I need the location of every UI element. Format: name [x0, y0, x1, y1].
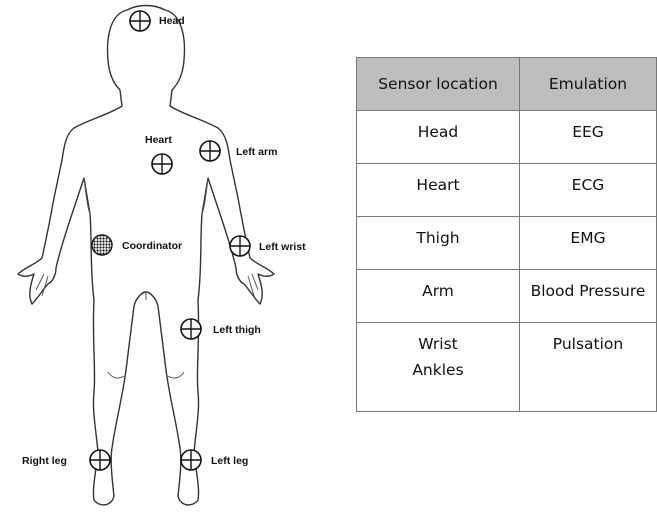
label-heart: Heart: [145, 134, 172, 146]
table-row: Arm Blood Pressure: [357, 270, 657, 323]
cell-emulation: EMG: [520, 217, 657, 270]
body-crease-lines: [36, 178, 258, 378]
cell-emulation: ECG: [520, 164, 657, 217]
column-header-emulation: Emulation: [520, 58, 657, 111]
sensor-marker-right-leg: [90, 450, 110, 470]
sensor-marker-left-arm: [200, 141, 220, 161]
cell-location: Heart: [357, 164, 520, 217]
sensor-marker-left-wrist: [230, 236, 250, 256]
cell-location: Thigh: [357, 217, 520, 270]
label-right-leg: Right leg: [22, 455, 67, 467]
cell-location-line-ankles: Ankles: [361, 357, 515, 383]
sensor-marker-left-thigh: [181, 319, 201, 339]
label-head: Head: [159, 15, 185, 27]
cell-emulation: Pulsation: [520, 323, 657, 412]
cell-location: Wrist Ankles: [357, 323, 520, 412]
column-header-sensor-location: Sensor location: [357, 58, 520, 111]
sensor-emulation-table: Sensor location Emulation Head EEG Heart…: [356, 57, 657, 412]
sensor-marker-left-leg: [181, 450, 201, 470]
cell-location: Head: [357, 111, 520, 164]
label-left-thigh: Left thigh: [213, 324, 261, 336]
table-header-row: Sensor location Emulation: [357, 58, 657, 111]
cell-emulation: Blood Pressure: [520, 270, 657, 323]
table-row: Head EEG: [357, 111, 657, 164]
label-left-leg: Left leg: [211, 455, 248, 467]
table-row: Thigh EMG: [357, 217, 657, 270]
label-left-arm: Left arm: [236, 146, 277, 158]
coordinator-marker: [92, 235, 112, 255]
table-row: Wrist Ankles Pulsation: [357, 323, 657, 412]
cell-location-line-wrist: Wrist: [361, 331, 515, 357]
sensor-marker-head: [130, 11, 150, 31]
label-left-wrist: Left wrist: [259, 241, 306, 253]
table-row: Heart ECG: [357, 164, 657, 217]
sensor-marker-heart: [152, 154, 172, 174]
cell-location: Arm: [357, 270, 520, 323]
label-coordinator: Coordinator: [122, 240, 182, 252]
cell-emulation: EEG: [520, 111, 657, 164]
